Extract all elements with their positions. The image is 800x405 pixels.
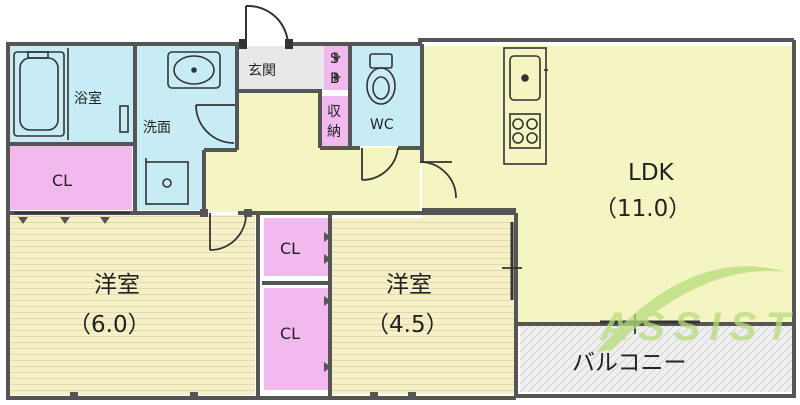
toilet-icon: [366, 53, 396, 105]
bathtub-icon: [13, 51, 65, 137]
label-western-left-size: （6.0）: [68, 312, 151, 338]
label-closet-mid-top: CL: [280, 239, 300, 258]
label-western-right-size: （4.5）: [366, 312, 449, 338]
floor-bath: [10, 46, 135, 142]
label-western-left: 洋室: [94, 272, 140, 298]
label-washroom: 洗面: [143, 120, 171, 136]
sink-icon: [167, 51, 221, 89]
floor-closet-mid-top: [264, 218, 328, 276]
floor-closet-left: [10, 146, 132, 210]
room-labels: 浴室 洗面 玄関 S B 収 納 WC LDK （11.0） CL CL CL …: [52, 51, 691, 376]
shower-rail-icon: [67, 48, 129, 140]
floor-western-left: [10, 215, 255, 395]
label-bath: 浴室: [74, 90, 102, 107]
watermark-swoosh: [596, 266, 786, 352]
floors: [10, 46, 794, 395]
door-markers: [18, 52, 416, 400]
label-entrance: 玄関: [248, 62, 276, 79]
label-shoebox-2: B: [330, 71, 340, 87]
floor-shoebox: [324, 46, 348, 90]
floor-western-right: [330, 218, 514, 394]
label-balcony: バルコニー: [572, 350, 687, 376]
label-ldk: LDK: [628, 160, 675, 186]
floor-entrance: [237, 46, 327, 90]
floor-balcony: [520, 326, 794, 392]
kitchen-counter-icon: [503, 47, 548, 165]
label-shoebox-1: S: [330, 51, 339, 67]
label-closet-mid-bottom: CL: [280, 324, 300, 343]
floor-closet-mid-bottom: [264, 288, 328, 390]
label-closet-left: CL: [52, 171, 72, 190]
label-western-right: 洋室: [386, 272, 432, 298]
label-ldk-size: （11.0）: [594, 196, 691, 222]
floor-storage: [322, 96, 350, 146]
entrance-door: [239, 4, 293, 49]
label-storage-2: 納: [327, 124, 341, 140]
floor-hall: [204, 92, 420, 212]
label-toilet: WC: [370, 117, 394, 133]
washing-machine-icon: [145, 158, 189, 205]
label-storage-1: 収: [327, 104, 341, 120]
